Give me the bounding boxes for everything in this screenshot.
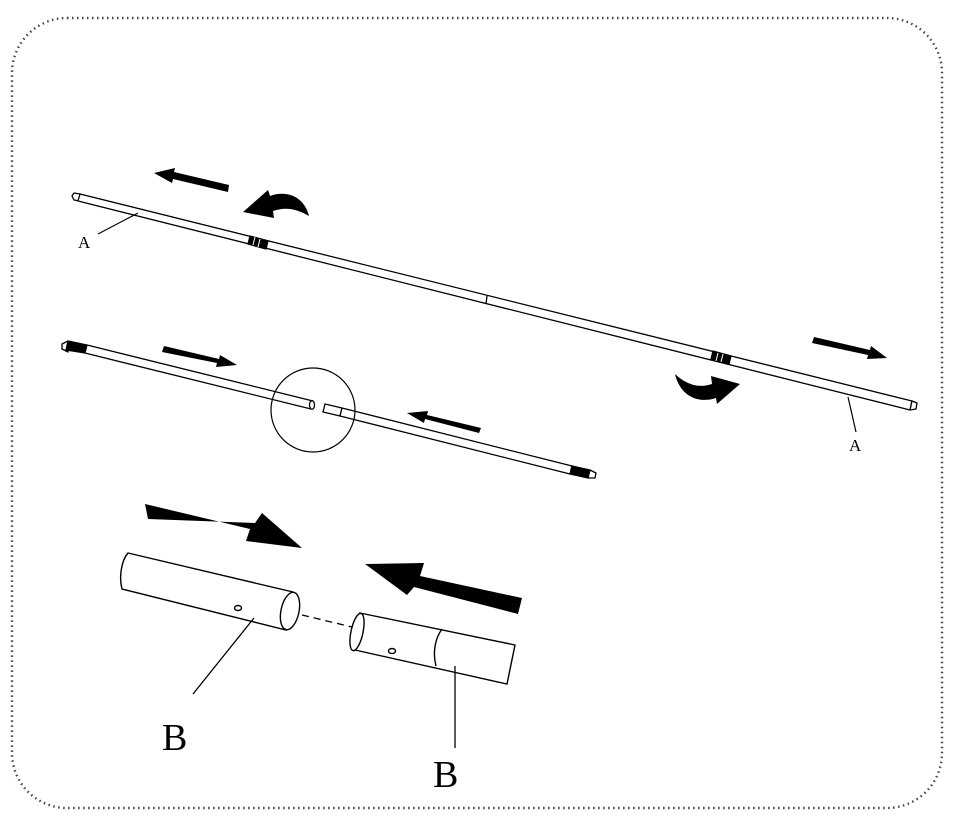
arrow-right-icon bbox=[812, 337, 887, 359]
label-a-leader-right bbox=[847, 396, 857, 433]
alignment-dashed-line bbox=[301, 614, 353, 628]
right-half-insert bbox=[322, 403, 343, 417]
label-a-left: A bbox=[78, 233, 91, 252]
insert-tube-end bbox=[349, 612, 365, 652]
connector-right bbox=[710, 350, 732, 365]
right-half-connector bbox=[569, 465, 591, 479]
right-half-tube bbox=[339, 407, 573, 475]
label-a-leader-left bbox=[97, 212, 139, 235]
dotted-frame bbox=[10, 16, 944, 810]
left-half-connector bbox=[65, 340, 88, 354]
left-half-open-end bbox=[308, 400, 316, 410]
right-half-tip bbox=[587, 469, 597, 479]
arrow-left-small-icon bbox=[407, 411, 481, 433]
right-half-pole bbox=[322, 403, 597, 479]
arrow-right-small-icon bbox=[162, 346, 237, 367]
pole-joint-center bbox=[485, 295, 488, 305]
label-a-right: A bbox=[849, 436, 862, 455]
label-b-right: B bbox=[433, 754, 458, 796]
pole-end-cap-right bbox=[909, 400, 918, 411]
arrow-left-large-icon bbox=[365, 563, 522, 614]
sleeve-tube-opening bbox=[279, 591, 301, 631]
detail-circle bbox=[270, 367, 356, 453]
connector-left bbox=[247, 235, 269, 250]
insert-tube bbox=[349, 612, 516, 685]
label-b-leader-left bbox=[192, 617, 255, 695]
label-b-left: B bbox=[162, 717, 187, 759]
sleeve-tube bbox=[119, 552, 301, 631]
left-half-pole bbox=[61, 340, 316, 410]
long-pole bbox=[71, 192, 918, 411]
insert-tube-step bbox=[433, 628, 443, 667]
rotate-counterclockwise-icon bbox=[243, 190, 309, 218]
arrow-right-large-icon bbox=[145, 504, 302, 548]
insert-tube-button bbox=[387, 647, 397, 655]
rotate-clockwise-icon bbox=[675, 374, 740, 404]
sleeve-tube-hole bbox=[233, 604, 243, 612]
arrow-left-icon bbox=[154, 168, 229, 192]
